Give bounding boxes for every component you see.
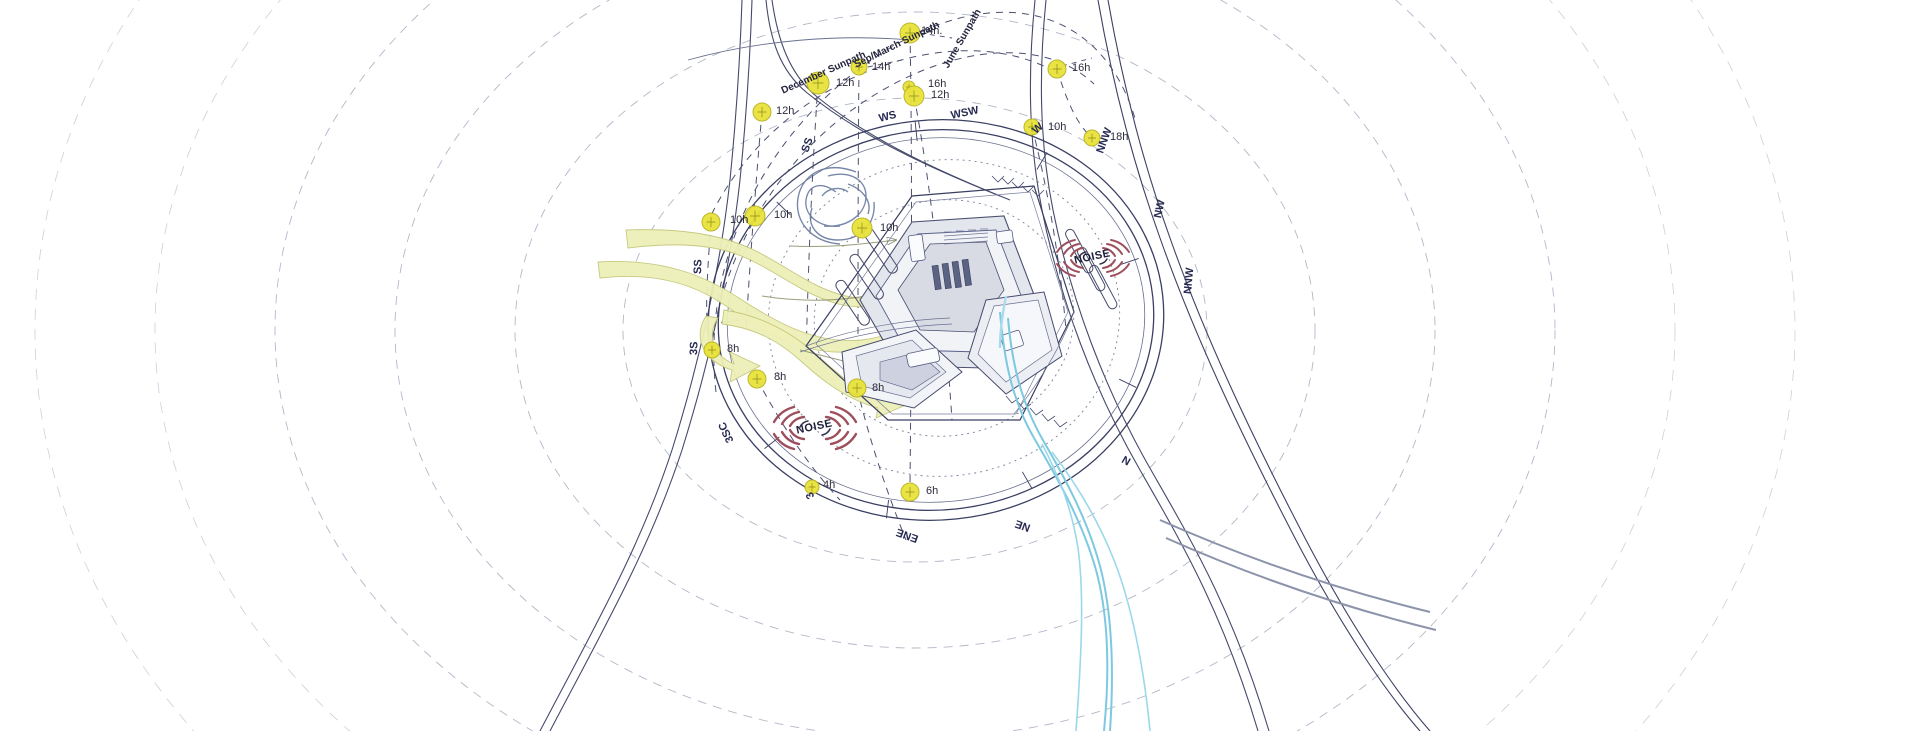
sun-hour-label: 6h (926, 485, 939, 497)
sun-hour-label: 14h. (921, 25, 943, 37)
sun-hour-label: 12h (776, 105, 795, 117)
sun-hour-label: 16h (928, 78, 947, 90)
sun-marker[interactable] (701, 212, 721, 232)
sun-hour-label: 16h (1072, 62, 1091, 74)
sun-marker[interactable] (747, 369, 767, 389)
sun-marker[interactable] (850, 58, 868, 76)
water-flow-lines (998, 295, 1151, 731)
building-complex (799, 175, 1118, 428)
sun-marker[interactable] (899, 22, 921, 44)
sun-hour-label: 12h (931, 89, 950, 101)
sun-hour-label: 10h (774, 209, 793, 221)
roof-louvres (931, 258, 972, 291)
sun-marker[interactable] (903, 85, 925, 107)
inner-analysis-rings (767, 159, 1121, 477)
compass-direction-label: SS (692, 259, 705, 275)
compass-direction-label: 3S (688, 341, 701, 356)
sun-hour-label: 10h (880, 222, 899, 234)
sun-hour-label: 10h (730, 214, 749, 226)
sun-marker-group (701, 22, 1101, 502)
sun-hour-label: 8h (774, 371, 787, 383)
compass-direction-label: NNW (1182, 267, 1197, 295)
context-rings-outer (34, 0, 1796, 731)
site-steps (991, 175, 1068, 428)
sun-marker[interactable] (703, 341, 721, 359)
sun-hour-label: 14h (872, 61, 891, 73)
road-network (539, 0, 1437, 731)
sun-marker[interactable] (900, 482, 920, 502)
sun-marker[interactable] (744, 205, 766, 227)
noise-marker-right (1056, 239, 1130, 277)
sun-marker[interactable] (752, 102, 772, 122)
sun-hour-label: 10h (1048, 121, 1067, 133)
sun-hour-label: 18h (1110, 131, 1129, 143)
sun-hour-label: 8h (727, 343, 740, 355)
wind-vortex-icon (796, 167, 875, 245)
sun-hour-label: 8h (872, 382, 885, 394)
sun-hour-label: 4h (823, 479, 836, 491)
sun-marker[interactable] (847, 378, 867, 398)
noise-marker-left (772, 405, 858, 451)
sun-hour-label: 12h (836, 77, 855, 89)
sun-marker[interactable] (806, 71, 830, 95)
sun-marker[interactable] (1047, 59, 1067, 79)
sun-marker[interactable] (851, 217, 873, 239)
sun-marker[interactable] (804, 479, 820, 495)
sun-marker[interactable] (1023, 118, 1041, 136)
sun-marker[interactable] (1083, 129, 1101, 147)
